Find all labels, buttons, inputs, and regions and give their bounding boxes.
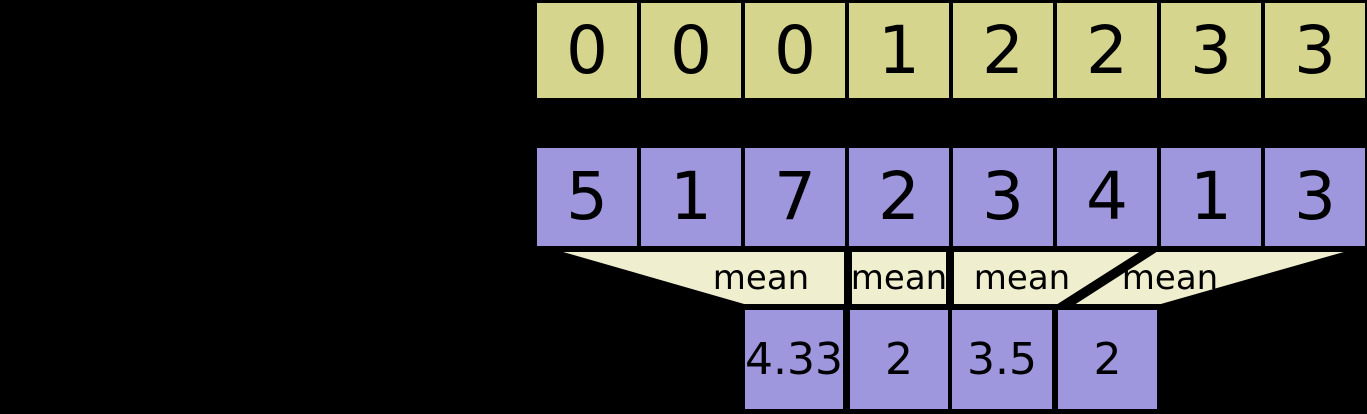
funnel-shape-4: [1062, 248, 1359, 308]
data-row: 5 1 7 2 3 4 1 3: [533, 144, 1367, 250]
data-cell-7: 3: [1261, 144, 1367, 250]
result-cell-1: 2: [846, 306, 952, 413]
result-cell-2: 3.5: [948, 306, 1056, 413]
mean-label-2: mean: [850, 258, 948, 298]
data-cell-0: 5: [533, 144, 641, 250]
segment-ids-row: 0 0 0 1 2 2 3 3: [533, 0, 1367, 102]
result-cell-0: 4.33: [741, 306, 847, 413]
data-cell-6: 1: [1157, 144, 1265, 250]
segment-id-cell-5: 2: [1053, 0, 1161, 102]
result-cell-3: 2: [1054, 306, 1161, 413]
mean-label-1: mean: [712, 258, 810, 298]
segment-id-cell-6: 3: [1157, 0, 1265, 102]
mean-label-4: mean: [1121, 258, 1219, 298]
segment-id-cell-4: 2: [949, 0, 1057, 102]
segment-id-cell-1: 0: [637, 0, 745, 102]
data-cell-5: 4: [1053, 144, 1161, 250]
segment-id-cell-3: 1: [845, 0, 953, 102]
segment-id-cell-0: 0: [533, 0, 641, 102]
segment-id-cell-7: 3: [1261, 0, 1367, 102]
mean-label-3: mean: [973, 258, 1071, 298]
data-cell-1: 1: [637, 144, 745, 250]
